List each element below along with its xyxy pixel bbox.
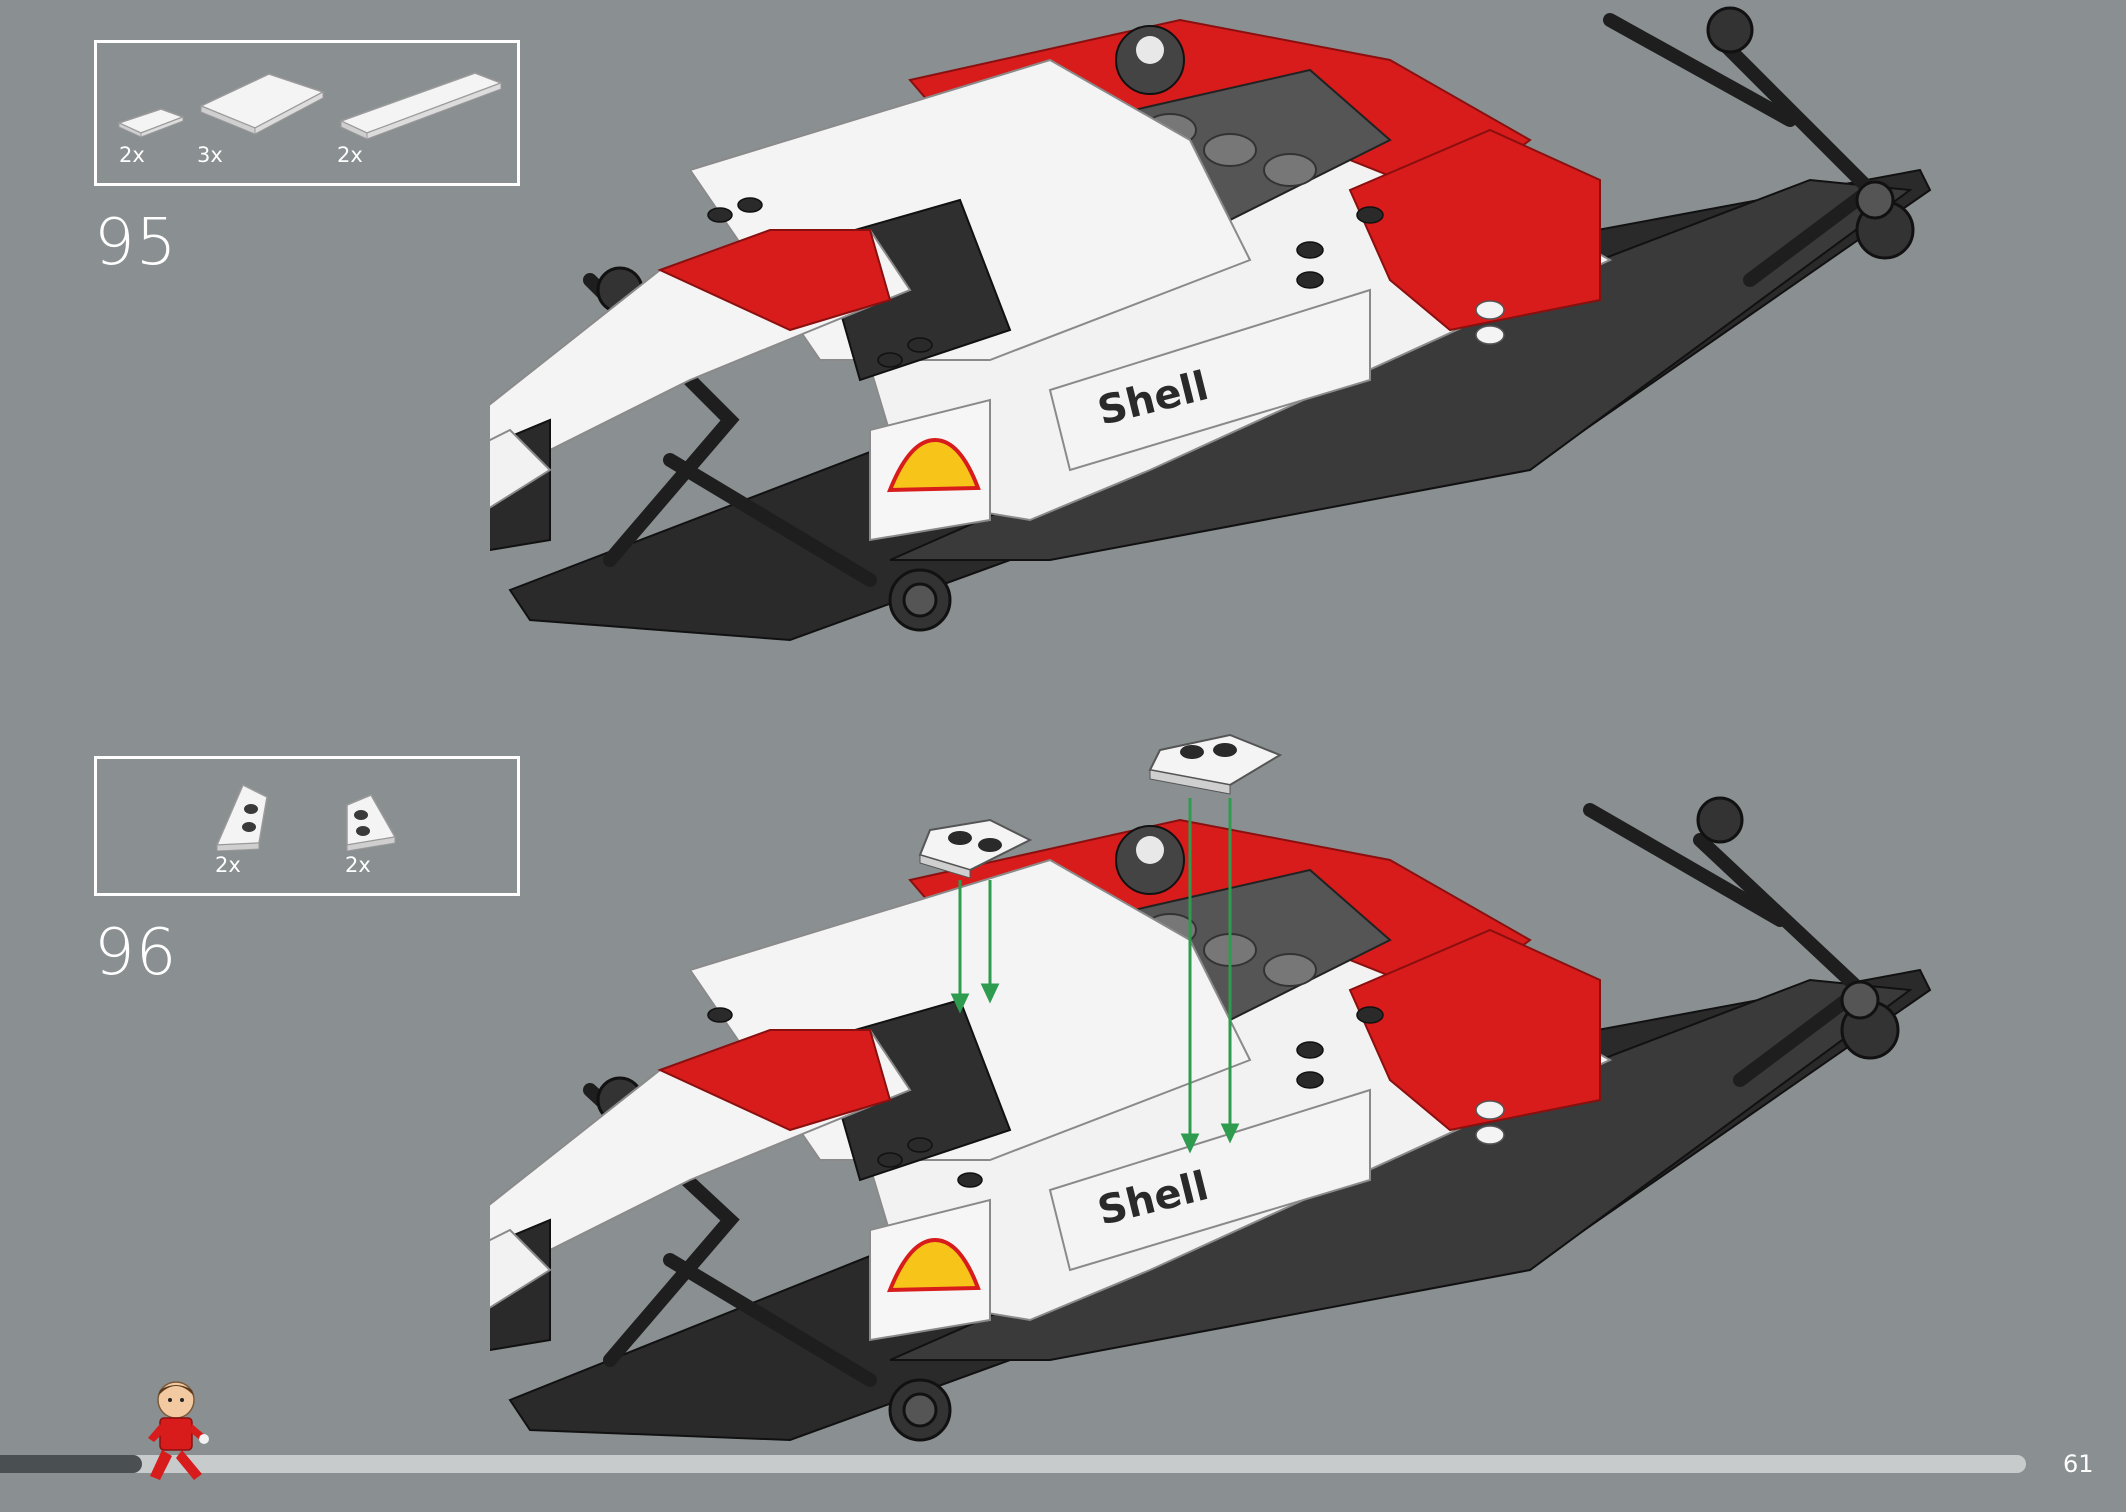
part-qty: 2x	[215, 853, 241, 877]
long-white-tile-icon	[337, 65, 507, 145]
part-qty: 2x	[119, 143, 145, 167]
shell-logo-icon	[887, 437, 981, 493]
race-car-model-illustration: Shell	[428, 0, 1940, 684]
part-qty: 2x	[345, 853, 371, 877]
white-wedge-plate-left-icon	[213, 781, 273, 851]
race-car-model-illustration: Shell	[428, 710, 1940, 1474]
shell-logo-icon	[887, 1237, 981, 1293]
step-number: 95	[94, 206, 178, 280]
placement-arrow-icon	[1180, 798, 1240, 1154]
placement-arrow-icon	[950, 880, 1000, 1014]
step-number: 96	[94, 916, 178, 990]
parts-callout-box: 2x 2x	[94, 756, 520, 896]
part-qty: 3x	[197, 143, 223, 167]
part-qty: 2x	[337, 143, 363, 167]
minifigure-runner-icon	[142, 1378, 212, 1492]
wedge-plate-placement-right	[1148, 733, 1283, 795]
step-96: 2x 2x 96	[0, 710, 2126, 1470]
wedge-plate-placement-left	[918, 818, 1033, 879]
page-number: 61	[2063, 1450, 2094, 1478]
white-wedge-plate-right-icon	[341, 791, 401, 851]
step-95: 2x 3x 2x 95	[0, 0, 2126, 700]
build-progress-bar	[0, 1455, 2126, 1475]
progress-track	[0, 1455, 2026, 1473]
white-tile-icon	[197, 68, 327, 148]
parts-callout-box: 2x 3x 2x	[94, 40, 520, 186]
progress-fill	[0, 1455, 142, 1473]
small-white-tile-icon	[117, 105, 187, 139]
